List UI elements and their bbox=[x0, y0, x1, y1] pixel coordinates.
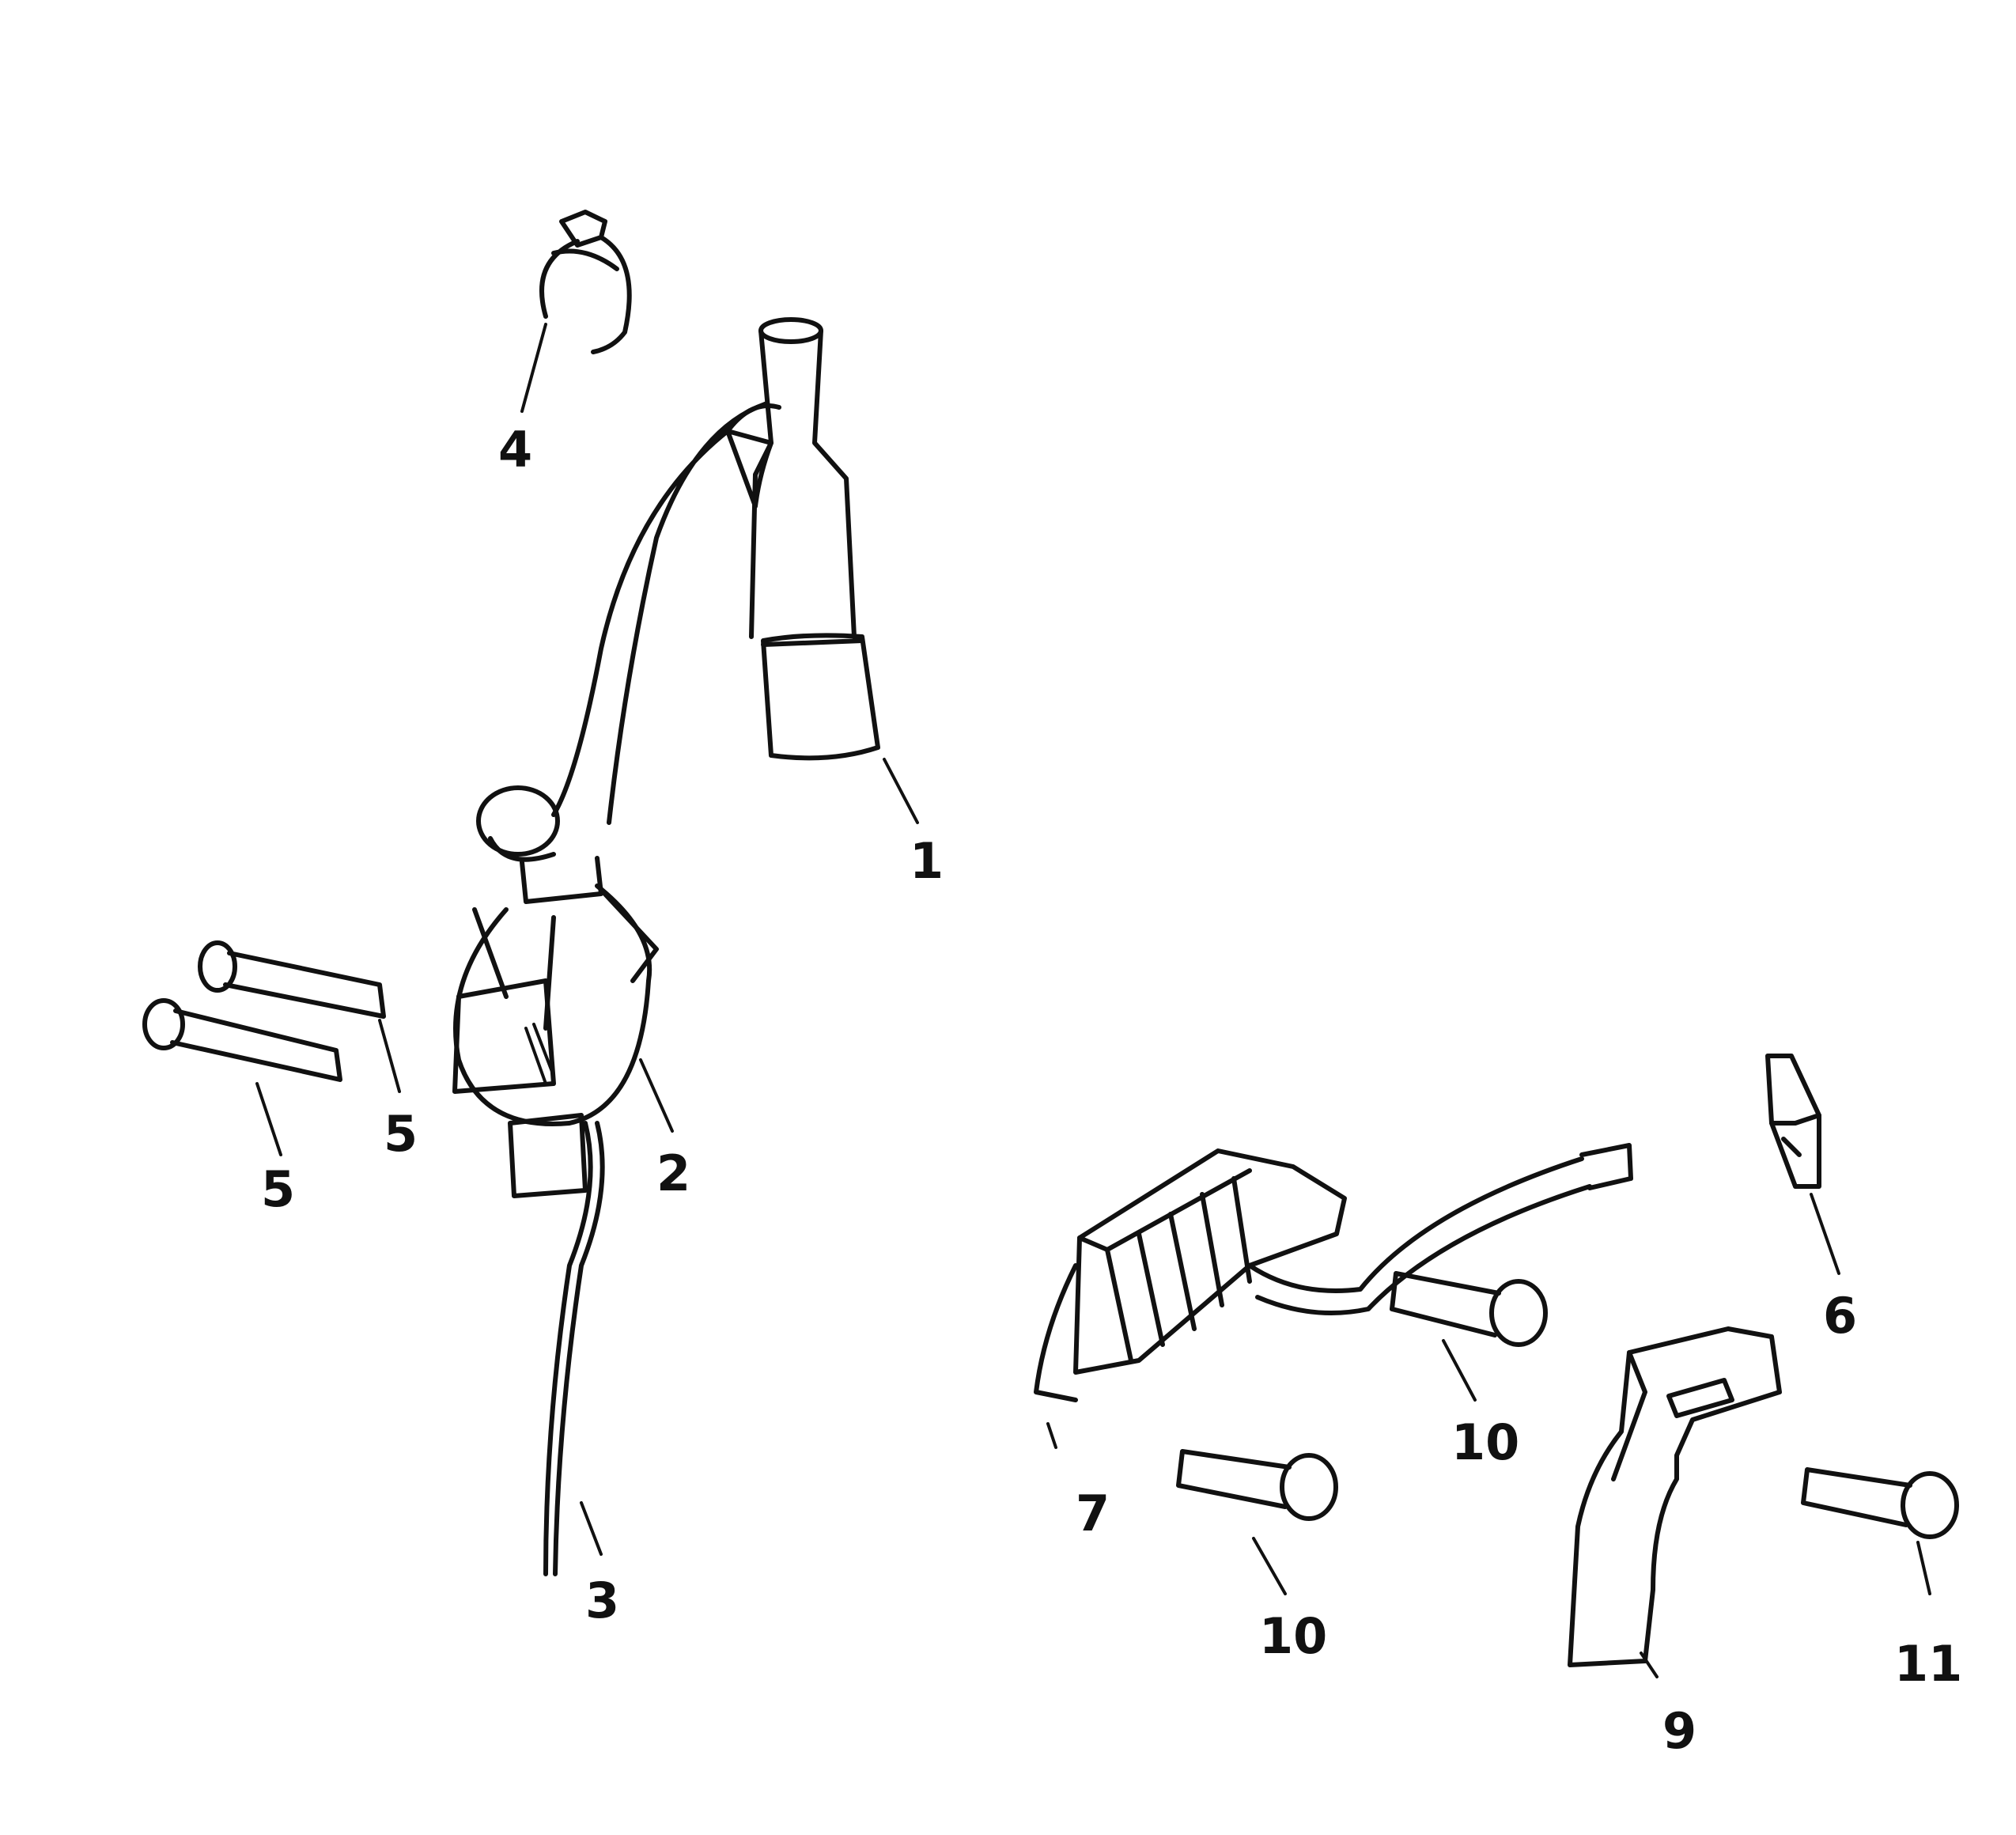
leader-5a bbox=[378, 1019, 401, 1093]
leader-11 bbox=[1916, 1541, 1931, 1595]
callout-5-upper: 5 bbox=[384, 1105, 418, 1163]
leader-5b bbox=[255, 1082, 282, 1156]
part-4-clip bbox=[539, 210, 632, 354]
leader-3 bbox=[580, 1501, 603, 1556]
leader-lines bbox=[255, 323, 1931, 1678]
part-6-block bbox=[1765, 1054, 1821, 1189]
callout-4: 4 bbox=[498, 421, 532, 479]
part-11-bolt bbox=[1801, 1467, 1959, 1539]
part-5-bolt-lower bbox=[142, 998, 342, 1082]
part-7-heat-sink bbox=[1034, 1143, 1633, 1402]
leader-4 bbox=[520, 323, 547, 413]
callout-labels: 1 2 3 4 5 5 6 7 9 10 10 11 bbox=[261, 421, 1962, 1760]
callout-5-lower: 5 bbox=[261, 1160, 295, 1218]
leader-10a bbox=[1442, 1339, 1477, 1402]
part-2-pump-body bbox=[452, 785, 659, 1198]
callout-1: 1 bbox=[910, 832, 944, 890]
part-3-hose bbox=[543, 1121, 605, 1576]
leader-10b bbox=[1252, 1537, 1287, 1595]
callout-9: 9 bbox=[1662, 1702, 1696, 1760]
part-5-bolt-upper bbox=[198, 940, 386, 1019]
callout-10-right: 10 bbox=[1451, 1413, 1519, 1471]
leader-6 bbox=[1810, 1193, 1840, 1275]
leader-7 bbox=[1046, 1422, 1057, 1449]
callout-2: 2 bbox=[656, 1145, 690, 1202]
leader-9 bbox=[1640, 1652, 1659, 1678]
leader-2 bbox=[639, 1058, 674, 1133]
callout-6: 6 bbox=[1823, 1287, 1857, 1345]
part-10-bolt-left bbox=[1176, 1449, 1338, 1521]
part-1-filler-neck bbox=[551, 317, 880, 825]
callout-10-left: 10 bbox=[1259, 1607, 1327, 1665]
part-10-bolt-right bbox=[1390, 1271, 1548, 1347]
callout-7: 7 bbox=[1076, 1485, 1110, 1542]
callout-11: 11 bbox=[1894, 1635, 1962, 1693]
part-9-bracket bbox=[1568, 1326, 1782, 1667]
callout-3: 3 bbox=[585, 1572, 619, 1629]
leader-1 bbox=[883, 758, 919, 824]
